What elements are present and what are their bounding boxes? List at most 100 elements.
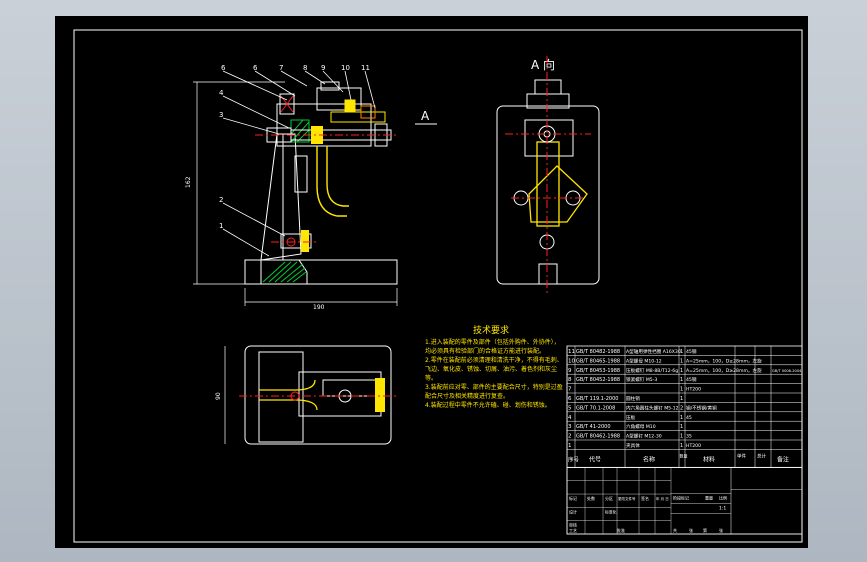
tb-process: 工艺 xyxy=(569,528,577,533)
bom-header-remark: 备注 xyxy=(777,455,789,463)
tb-count: 处数 xyxy=(587,495,595,501)
bom-name: 压板螺钉 M8-8B/T12-6g xyxy=(626,367,678,374)
bom-qty: 1 xyxy=(680,424,683,430)
tech-requirements: 技术要求 1.进入装配的零件及部件（包括外购件、外协件），均必须具有检验部门的合… xyxy=(425,324,563,409)
bom-material: 45钢 xyxy=(686,376,697,383)
bom-qty: 2 xyxy=(680,405,683,411)
bom-name: 六角螺母 M10 xyxy=(626,423,656,430)
bom-code: GB/T 41-2000 xyxy=(576,424,611,430)
bom-qty: 1 xyxy=(680,349,683,355)
part-number: 8 xyxy=(303,64,307,72)
bom-material: 45钢 xyxy=(686,348,697,355)
cad-drawing: 6 6 7 8 9 10 11 4 3 2 1 162 190 A A 向 xyxy=(73,29,803,543)
bom-no: 1 xyxy=(568,443,572,449)
tb-standardize: 标准化 xyxy=(605,509,617,514)
tb-scale-value: 1:1 xyxy=(719,505,726,511)
tb-sheet-no: 第 xyxy=(703,527,707,533)
bom-qty: 1 xyxy=(680,434,683,440)
tech-requirement-item: 2.零件在装配前必须清理和清洗干净，不得有毛刺、飞边、氧化皮、锈蚀、切屑、油污、… xyxy=(425,357,563,382)
bom-qty: 1 xyxy=(680,443,683,449)
bom-name: 圆柱销 xyxy=(626,395,640,402)
bom-no: 7 xyxy=(568,387,572,393)
bom-no: 8 xyxy=(568,377,572,383)
part-number: 6 xyxy=(221,64,226,72)
bom-no: 11 xyxy=(568,349,575,355)
part-number: 7 xyxy=(279,64,283,72)
tb-stage-mark: 阶段标记 xyxy=(673,494,689,500)
tb-sheet-unit: 张 xyxy=(719,527,723,533)
dimension-plan-width: 90 xyxy=(215,392,222,400)
dimension-height: 162 xyxy=(185,176,192,188)
plan-view: 90 xyxy=(215,345,397,445)
tech-requirements-title: 技术要求 xyxy=(473,324,509,336)
bom-name: A型螺母 M10-12 xyxy=(626,357,662,364)
bom-code: GB/T 70.1-2008 xyxy=(576,405,615,411)
view-title: A 向 xyxy=(531,57,555,72)
bom-name: A型螺钉 M12-30 xyxy=(626,433,662,440)
bom-code: GB/T 80465-1988 xyxy=(576,358,620,364)
part-number: 6 xyxy=(253,64,258,72)
part-number: 11 xyxy=(361,64,370,72)
tb-zone: 分区 xyxy=(605,495,613,501)
bom-code: GB/T 80462-1988 xyxy=(576,434,620,440)
tb-sheet-of: 张 xyxy=(689,527,693,533)
bom-name: 锁紧螺钉 M5-3 xyxy=(626,376,657,383)
bom-no: 3 xyxy=(568,424,572,430)
bom-material: 35 xyxy=(686,434,692,440)
tb-review: 审核 xyxy=(569,522,577,528)
bom-no: 2 xyxy=(568,434,572,440)
bom-material: 45 xyxy=(686,415,692,421)
bom-code: GB/T 80482-1988 xyxy=(576,349,620,355)
bom-material: HT200 xyxy=(686,387,701,393)
part-number: 3 xyxy=(219,111,223,119)
bom-code: GB/T 119.1-2000 xyxy=(576,396,618,402)
part-number: 1 xyxy=(219,222,223,230)
bom-material: 钢/不锈钢/黄铜 xyxy=(686,404,717,411)
bom-material: HT200 xyxy=(686,443,701,449)
bom-header-code: 代号 xyxy=(589,455,601,463)
bom-code: GB/T 80452-1988 xyxy=(576,377,620,383)
part-number: 10 xyxy=(341,64,350,72)
bom-code: GB/T 80453-1988 xyxy=(576,368,620,374)
bom-header-material: 材料 xyxy=(703,455,715,463)
part-number: 9 xyxy=(321,64,325,72)
drawing-sheet xyxy=(55,16,808,548)
tech-requirement-item: 1.进入装配的零件及部件（包括外购件、外协件），均必须具有检验部门的合格证方能进… xyxy=(425,339,560,355)
bom-header-name: 名称 xyxy=(643,455,655,463)
bom-header-total-weight: 总计 xyxy=(757,452,766,459)
title-block: 标记处数分区更改文件号签名年 月 日设计标准化审核工艺批准阶段标记重量比例1:1… xyxy=(566,466,803,535)
view-label-a: A xyxy=(421,109,430,123)
tb-scale: 比例 xyxy=(719,494,727,500)
drawing-frame xyxy=(73,29,803,543)
bom-no: 4 xyxy=(568,415,572,421)
bom-name: 夹具体 xyxy=(626,442,640,449)
bom-qty: 1 xyxy=(680,377,683,383)
tb-sheet-total: 共 xyxy=(673,527,677,533)
bom-material: A=25mm，100，D≥28mm，左旋 xyxy=(686,367,762,374)
bom-no: 10 xyxy=(568,358,575,364)
bom-qty: 1 xyxy=(680,396,683,402)
dimension-width: 190 xyxy=(313,304,325,311)
bom-name: 内六角圆柱头螺钉 M5-12 xyxy=(626,404,679,411)
part-number: 4 xyxy=(219,89,224,97)
a-direction-view: A 向 xyxy=(496,56,600,294)
bom-name: A型轴用弹性挡圈 A16X30 xyxy=(626,348,681,355)
bom-qty: 1 xyxy=(680,415,683,421)
bom-name: 压板 xyxy=(626,414,636,421)
tech-requirement-item: 4.装配过程中零件不允许磕、碰、划伤和锈蚀。 xyxy=(425,402,551,409)
tb-signature: 签名 xyxy=(641,495,649,501)
tb-weight: 重量 xyxy=(705,494,713,500)
tb-date: 年 月 日 xyxy=(656,496,669,501)
tb-change-no: 更改文件号 xyxy=(618,496,636,501)
tb-designer: 设计 xyxy=(569,508,577,514)
bom-no: 6 xyxy=(568,396,572,402)
bom-no: 5 xyxy=(568,405,572,411)
tech-requirement-item: 3.装配前应对零、部件的主要配合尺寸，特别是过盈配合尺寸及相关精度进行复查。 xyxy=(425,384,563,400)
front-view: 6 6 7 8 9 10 11 4 3 2 1 162 190 A xyxy=(185,64,437,311)
bom-header-unit-weight: 单件 xyxy=(737,452,746,459)
bom-material: A=25mm，100，D≥28mm，左旋 xyxy=(686,357,762,364)
bom-no: 9 xyxy=(568,368,572,374)
bom-header-qty: 数量 xyxy=(680,452,688,458)
bom-qty: 1 xyxy=(680,387,683,393)
